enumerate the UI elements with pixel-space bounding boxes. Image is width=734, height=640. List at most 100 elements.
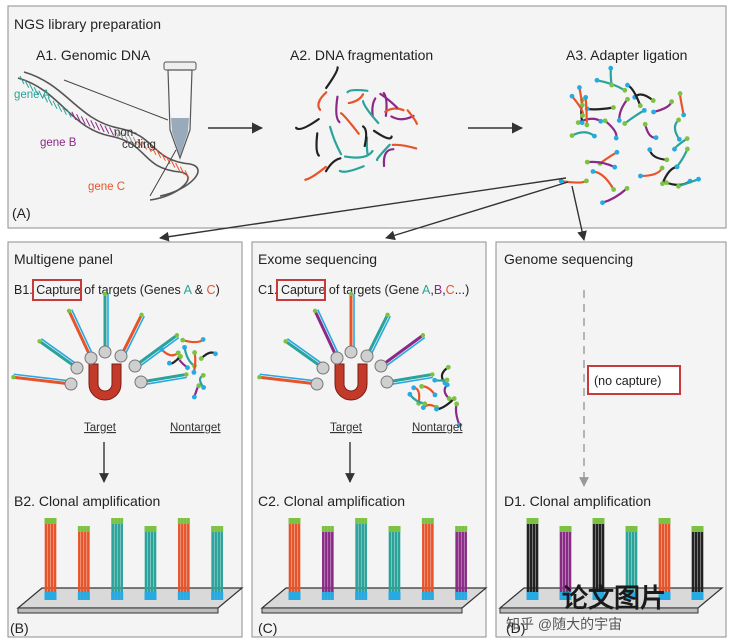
dna-fragment xyxy=(382,148,395,168)
bead xyxy=(330,351,344,365)
step-a3-label: A3. Adapter ligation xyxy=(566,47,687,63)
probe-strand xyxy=(119,314,143,357)
dna-fragment xyxy=(324,157,342,173)
dna-fragments xyxy=(295,66,418,181)
panel-d-step2: D1. Clonal amplification xyxy=(504,493,651,509)
watermark-stamp: 论文图片 xyxy=(562,583,666,613)
dna-fragment xyxy=(328,125,343,156)
bead xyxy=(360,349,374,363)
arrow-to-panel-d xyxy=(571,185,587,241)
dna-fragment xyxy=(365,136,369,157)
panel-b-step2: B2. Clonal amplification xyxy=(14,493,160,509)
probe-strand xyxy=(386,372,433,384)
bead xyxy=(374,359,388,373)
panel-c-capture-probes xyxy=(257,291,462,428)
panel-c-target-label: Target xyxy=(330,422,363,434)
arrow-to-panel-c xyxy=(385,181,569,241)
magnet-icon xyxy=(334,363,368,401)
dna-fragment xyxy=(338,165,365,173)
dna-fragment xyxy=(325,66,339,90)
no-capture-label: (no capture) xyxy=(594,374,661,388)
dna-fragment xyxy=(335,95,341,124)
dna-fragment xyxy=(361,100,380,125)
panel-d: Genome sequencing (no capture) D1. Clona… xyxy=(495,241,727,638)
panel-b-title: Multigene panel xyxy=(14,251,113,267)
dna-fragment xyxy=(372,129,393,140)
noncoding-label-1: non- xyxy=(114,127,137,139)
dna-fragment xyxy=(295,118,320,131)
bead xyxy=(64,377,78,391)
gene-a-label: gene A xyxy=(14,89,50,101)
panel-c-capture-line: C1. Capture of targets (Gene A,B,C...) xyxy=(258,283,469,297)
panel-a: NGS library preparation A1. Genomic DNA … xyxy=(7,5,727,229)
panel-d-label: (D) xyxy=(506,620,525,636)
panel-b-capture-highlight xyxy=(32,279,82,301)
dna-fragment xyxy=(304,165,327,181)
panel-c-frame xyxy=(251,241,487,638)
bead xyxy=(310,377,324,391)
panel-b-frame xyxy=(7,241,243,638)
dna-fragment xyxy=(346,89,369,94)
gene-b-label: gene B xyxy=(40,137,77,149)
panel-b: Multigene panel B1. Capture of targets (… xyxy=(7,241,244,638)
probe-strand xyxy=(313,310,339,359)
probe-strand xyxy=(140,372,187,384)
bead xyxy=(128,359,142,373)
panel-c-label: (C) xyxy=(258,620,277,636)
arrow-to-panel-b xyxy=(159,177,567,242)
panel-c-title: Exome sequencing xyxy=(258,251,377,267)
probe-strand xyxy=(67,310,93,359)
dna-fragment xyxy=(391,143,418,150)
dna-fragment xyxy=(379,92,399,109)
step-a1-label: A1. Genomic DNA xyxy=(36,47,151,63)
panel-c-amplification xyxy=(260,518,488,614)
dna-fragment xyxy=(317,91,328,111)
panel-c-capture-highlight xyxy=(276,279,326,301)
bead xyxy=(380,375,394,389)
dna-fragment xyxy=(339,112,360,135)
probe-strand xyxy=(365,314,389,357)
probe-strand xyxy=(259,375,318,386)
step-a2-label: A2. DNA fragmentation xyxy=(290,47,433,63)
dna-fragment xyxy=(384,107,405,113)
panel-c-step2: C2. Clonal amplification xyxy=(258,493,405,509)
panel-d-title: Genome sequencing xyxy=(504,251,633,267)
panel-d-amplification xyxy=(498,518,724,614)
probe-strand xyxy=(380,334,424,368)
gene-c-label: gene C xyxy=(88,181,125,193)
no-capture-box xyxy=(587,365,681,395)
noncoding-label-2: coding xyxy=(122,139,156,151)
bead xyxy=(98,345,112,359)
magnet-icon xyxy=(88,363,122,401)
dna-fragment xyxy=(315,132,320,157)
dna-fragment xyxy=(382,91,388,118)
tube-icon xyxy=(63,61,197,197)
panel-c: Exome sequencing C1. Capture of targets … xyxy=(251,241,488,638)
probe-strand xyxy=(13,375,72,386)
bead xyxy=(84,351,98,365)
dna-fragment xyxy=(343,149,374,159)
probe-strand xyxy=(284,340,324,370)
adapter-ligated-fragments xyxy=(558,65,701,206)
ligated-fragment xyxy=(584,96,588,127)
panel-b-amplification xyxy=(16,518,244,614)
ligated-fragment xyxy=(609,67,613,87)
probe-strand xyxy=(134,334,178,368)
panel-b-label: (B) xyxy=(10,620,29,636)
dna-helix xyxy=(17,71,199,201)
dna-fragment xyxy=(406,109,418,125)
panel-b-target-label: Target xyxy=(84,422,117,434)
dna-fragment xyxy=(361,125,368,148)
dna-fragment xyxy=(371,97,377,118)
panel-c-nontarget-label: Nontarget xyxy=(412,422,463,434)
bead xyxy=(134,375,148,389)
panel-a-frame xyxy=(7,5,727,229)
panel-a-title: NGS library preparation xyxy=(14,16,161,32)
dna-fragment xyxy=(375,143,391,162)
panel-b-capture-line: B1. Capture of targets (Genes A & C) xyxy=(14,283,220,297)
panel-b-capture-probes xyxy=(11,291,218,401)
dna-fragment xyxy=(347,93,365,105)
probe-strand xyxy=(38,340,78,370)
